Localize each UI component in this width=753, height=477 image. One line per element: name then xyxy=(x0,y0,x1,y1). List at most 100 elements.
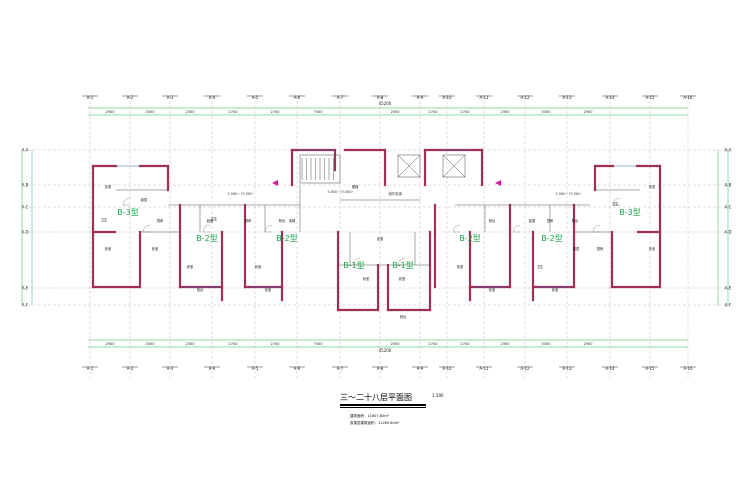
dimension-label-top: 7400 xyxy=(314,110,323,114)
unit-type-label: B-1型 xyxy=(392,261,413,270)
door-swing xyxy=(592,224,601,233)
total-area-note: 各楼层建筑面积：11265.80m² xyxy=(350,421,400,425)
elevation-note-left: 5.580~75.580 xyxy=(227,192,252,196)
room-label: 厨房 xyxy=(245,218,251,223)
axis-label-top: A-7 xyxy=(337,95,344,100)
room-label: 起居 xyxy=(141,197,147,202)
room-label: 卫生 xyxy=(537,264,544,269)
room-label: 卧室 xyxy=(399,276,405,281)
dimension-label-top: 2300 xyxy=(186,110,195,114)
axis-label-bottom: A-6 xyxy=(294,366,301,371)
room-label: 起居 xyxy=(573,246,579,251)
room-label: 卧室 xyxy=(489,287,495,292)
axis-label-bottom: A-5 xyxy=(252,366,259,371)
axis-label-left: A-D xyxy=(21,230,28,235)
unit-type-label: B-3型 xyxy=(117,208,138,217)
overall-dimension-top: 45200 xyxy=(379,101,392,106)
room-label: 卫生 xyxy=(612,201,619,206)
axis-label-bottom: A-10 xyxy=(442,366,452,371)
drawing-scale: 1:100 xyxy=(432,393,444,398)
door-swing xyxy=(397,257,406,266)
axis-label-top: A-5 xyxy=(252,95,259,100)
room-label: 卧室 xyxy=(105,184,111,189)
axis-label-bottom: A-9 xyxy=(417,366,424,371)
building-area-note: 建筑面积：11807.80m² xyxy=(350,414,390,418)
axis-label-left: A-C xyxy=(22,205,29,210)
dimension-label-bottom: 7400 xyxy=(314,342,323,346)
dimension-label-top: 2700 xyxy=(461,110,470,114)
door-swing xyxy=(612,197,621,206)
room-label: 起居 xyxy=(529,218,535,223)
axis-label-bottom: A-13 xyxy=(562,366,572,371)
room-label: 卧室 xyxy=(457,264,463,269)
room-label: 卧室 xyxy=(363,276,369,281)
room-label: 阳台 xyxy=(489,218,495,223)
dimension-label-top: 2700 xyxy=(229,110,238,114)
room-label: 起居 xyxy=(207,218,213,223)
dimension-label-top: 3300 xyxy=(146,110,155,114)
room-label: 楼梯 xyxy=(352,184,359,189)
section-marker xyxy=(495,180,501,186)
axis-label-bottom: A-8 xyxy=(377,366,384,371)
axis-label-bottom: A-16 xyxy=(683,366,693,371)
axis-label-top: A-10 xyxy=(442,95,452,100)
door-swing xyxy=(122,197,131,206)
axis-label-top: A-9 xyxy=(417,95,424,100)
partition xyxy=(397,154,421,178)
elevation-note-right: 5.580~75.580 xyxy=(555,192,580,196)
room-label: 卧室 xyxy=(649,184,655,189)
axis-label-top: A-8 xyxy=(377,95,384,100)
axis-label-bottom: A-4 xyxy=(209,366,216,371)
core-note: 消防电梯 xyxy=(388,191,402,196)
room-label: 卧室 xyxy=(187,264,193,269)
unit-type-label: B-2型 xyxy=(276,234,297,243)
door-swing xyxy=(202,224,211,233)
room-label: 阳台 xyxy=(279,218,285,223)
axis-label-bottom: A-7 xyxy=(337,366,344,371)
door-swing xyxy=(512,224,521,233)
unit-type-label: B-2型 xyxy=(541,234,562,243)
room-label: 卧室 xyxy=(265,287,271,292)
title-underline-thin xyxy=(340,407,426,408)
room-label: 厨房 xyxy=(547,218,553,223)
room-label: 阳台 xyxy=(197,287,203,292)
section-marker xyxy=(272,180,278,186)
axis-label-bottom: A-12 xyxy=(520,366,530,371)
dimension-label-top: 2300 xyxy=(501,110,510,114)
room-label: 卧室 xyxy=(152,246,158,251)
room-label: 阳台 xyxy=(572,218,578,223)
room-label: 卧室 xyxy=(255,264,261,269)
room-label: 卧室 xyxy=(552,287,558,292)
room-label: 卫生 xyxy=(211,216,218,221)
overall-dimension-bottom: 45200 xyxy=(379,348,392,353)
dimension-label-bottom: 2700 xyxy=(429,342,438,346)
door-swing xyxy=(352,257,361,266)
door-swing xyxy=(264,224,273,233)
room-label: 厨房 xyxy=(157,218,163,223)
axis-label-top: A-3 xyxy=(167,95,174,100)
dimension-label-bottom: 2550 xyxy=(391,342,400,346)
dimension-label-top: 2700 xyxy=(429,110,438,114)
dimension-label-bottom: 2300 xyxy=(501,342,510,346)
unit-type-label: B-1型 xyxy=(343,261,364,270)
axis-label-top: A-14 xyxy=(605,95,615,100)
room-label: 厨房 xyxy=(597,246,603,251)
dimension-label-bottom: 3300 xyxy=(542,342,551,346)
unit-type-label: B-3型 xyxy=(619,208,640,217)
axis-label-top: A-4 xyxy=(209,95,216,100)
axis-label-top: A-1 xyxy=(87,95,94,100)
axis-label-bottom: A-14 xyxy=(605,366,615,371)
dimension-label-top: 3300 xyxy=(542,110,551,114)
axis-label-left: A-A xyxy=(22,148,29,153)
axis-label-left: A-B xyxy=(22,183,29,188)
drawing-title-block: 三～二十八层平面图 1:100 xyxy=(340,392,460,408)
axis-label-top: A-11 xyxy=(479,95,489,100)
axis-label-top: A-6 xyxy=(294,95,301,100)
room-label: 卫生 xyxy=(101,217,108,222)
dimension-label-top: 2900 xyxy=(106,110,115,114)
axis-label-bottom: A-2 xyxy=(127,366,134,371)
dimension-label-bottom: 2700 xyxy=(271,342,280,346)
axis-label-bottom: A-1 xyxy=(87,366,94,371)
dimension-label-bottom: 2700 xyxy=(461,342,470,346)
unit-type-label: B-2型 xyxy=(459,234,480,243)
